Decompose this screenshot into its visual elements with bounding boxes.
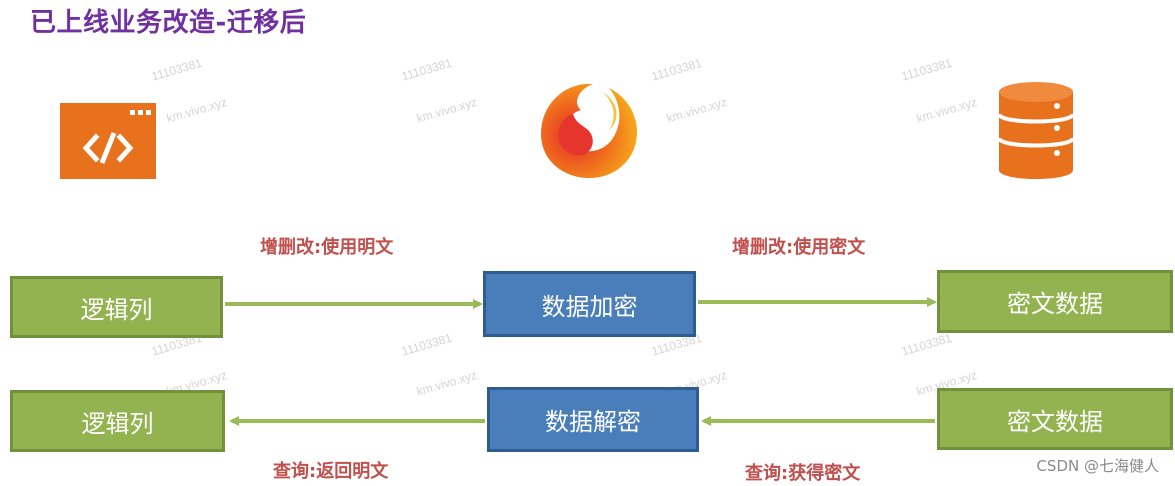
ciphertext-box: 密文数据 xyxy=(937,388,1173,450)
encrypt-box: 数据加密 xyxy=(483,271,696,337)
read-label-ciphertext: 查询:获得密文 xyxy=(745,463,861,484)
write-label-plaintext: 增删改:使用明文 xyxy=(260,237,394,258)
decrypt-box: 数据解密 xyxy=(487,387,699,452)
logical-column-box: 逻辑列 xyxy=(10,276,223,338)
flame-logo-icon xyxy=(541,83,637,178)
code-window-icon xyxy=(60,103,156,179)
author-credit: CSDN @七海健人 xyxy=(1036,457,1159,475)
logical-column-box: 逻辑列 xyxy=(10,390,225,452)
read-label-plaintext: 查询:返回明文 xyxy=(273,461,389,482)
ciphertext-box: 密文数据 xyxy=(937,270,1173,333)
database-icon xyxy=(997,82,1075,179)
write-label-ciphertext: 增删改:使用密文 xyxy=(732,237,866,258)
page-title: 已上线业务改造-迁移后 xyxy=(30,8,307,38)
